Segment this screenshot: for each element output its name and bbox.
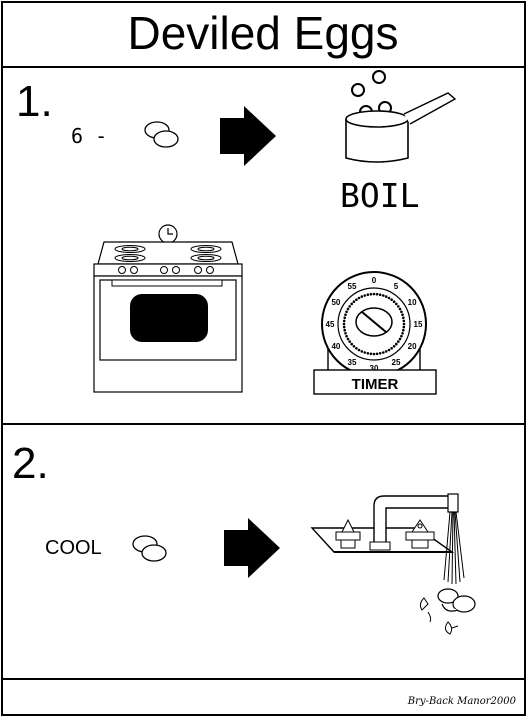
timer-dot [357, 296, 361, 300]
timer-dot [375, 292, 379, 296]
timer-dot [384, 350, 388, 353]
credit-text: Bry-Back Manor2000 [407, 696, 516, 707]
timer-tick-label: 40 [331, 342, 340, 351]
timer-dot [384, 295, 388, 298]
timer-dot [397, 305, 400, 308]
timer-dot [342, 325, 346, 329]
page-title: Deviled Eggs [127, 7, 399, 59]
timer-dot [392, 345, 396, 348]
stove-icon [93, 224, 243, 393]
timer-dot [355, 298, 358, 301]
timer-dot [348, 305, 351, 308]
arrow-right-icon [220, 106, 276, 166]
step-number: 2. [12, 439, 49, 488]
timer-dot [400, 334, 403, 338]
timer-label: TIMER [352, 376, 399, 393]
timer-dot [343, 316, 346, 320]
timer-dot [387, 348, 391, 352]
timer-dot [395, 342, 398, 346]
timer-dot [375, 352, 379, 356]
timer-dot [402, 322, 406, 326]
arrow-right-icon [224, 518, 280, 578]
boiling-pot-icon [345, 70, 457, 163]
cool-label: COOL [45, 537, 102, 559]
timer-dot [382, 294, 385, 297]
timer-dot [395, 302, 398, 306]
timer-tick-label: 30 [370, 364, 379, 373]
timer-dot [345, 310, 348, 314]
timer-dot [342, 322, 346, 326]
timer-dot [357, 348, 361, 352]
timer-dot [366, 352, 370, 355]
timer-dot [350, 342, 353, 346]
timer-tick-label: 25 [392, 358, 401, 367]
timer-dot [346, 307, 350, 311]
timer-dot [378, 352, 382, 355]
timer-tick-label: 15 [414, 320, 423, 329]
timer-tick-label: 0 [372, 276, 377, 285]
timer-dot [352, 345, 356, 348]
timer-dot [402, 316, 405, 320]
timer-dot [369, 292, 373, 296]
timer-dot [363, 351, 366, 354]
egg-icon [132, 535, 167, 562]
boil-label: BOIL [340, 176, 420, 215]
timer-dot [390, 298, 393, 301]
timer-dot [369, 352, 373, 356]
timer-dot [387, 296, 391, 300]
cracked-eggs-icon [419, 588, 476, 635]
timer-icon: 0 5 10 15 20 25 30 35 40 45 50 55 TIMER [313, 271, 437, 395]
timer-dot [401, 332, 404, 335]
timer-dot [344, 332, 347, 335]
egg-quantity: 6 - [71, 124, 108, 148]
timer-dot [360, 350, 364, 353]
timer-tick-label: 50 [331, 298, 340, 307]
divider-middle [1, 423, 524, 425]
timer-dot [401, 313, 404, 316]
timer-dot [378, 293, 382, 296]
timer-dot [342, 319, 346, 323]
timer-dot [390, 347, 393, 350]
timer-tick-label: 20 [408, 342, 417, 351]
timer-tick-label: 35 [348, 358, 357, 367]
timer-dot [372, 292, 376, 296]
timer-dot [372, 352, 376, 356]
timer-dot [344, 313, 347, 316]
timer-dot [348, 340, 351, 343]
faucet-icon [310, 493, 465, 585]
divider-bottom [1, 678, 524, 680]
timer-tick-label: 55 [348, 282, 357, 291]
egg-icon [144, 121, 179, 148]
timer-dot [402, 325, 406, 329]
timer-dot [346, 337, 350, 341]
timer-dot [355, 347, 358, 350]
timer-dot [352, 300, 356, 303]
timer-tick-label: 5 [394, 282, 399, 291]
timer-dot [397, 340, 400, 343]
timer-dot [360, 295, 364, 298]
timer-dot [345, 334, 348, 338]
timer-dot [392, 300, 396, 303]
timer-dot [350, 302, 353, 306]
timer-tick-label: 45 [326, 320, 335, 329]
timer-dot [363, 294, 366, 297]
step-number: 1. [16, 77, 53, 126]
timer-dot [402, 319, 406, 323]
timer-dot [398, 307, 402, 311]
timer-dot [343, 328, 346, 332]
timer-dot [366, 293, 370, 296]
timer-dot [400, 310, 403, 314]
timer-tick-label: 10 [408, 298, 417, 307]
timer-dot [398, 337, 402, 341]
timer-dot [402, 328, 405, 332]
divider-top [1, 66, 524, 68]
timer-dot [382, 351, 385, 354]
